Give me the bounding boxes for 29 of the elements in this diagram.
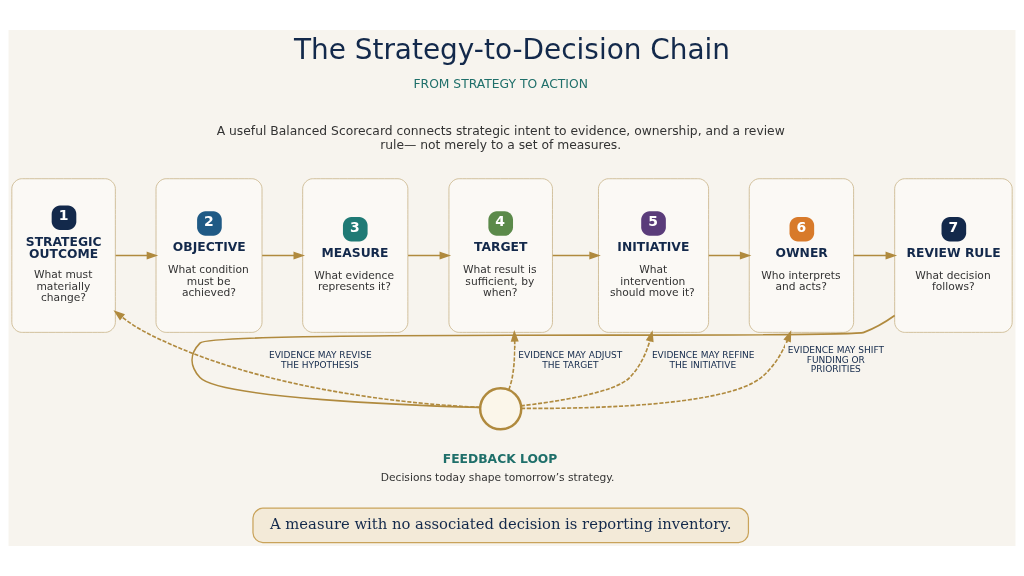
arrow [113,310,481,409]
node-box: 4 TARGET What result is sufficient, by when? [448,178,553,333]
arrow [261,251,305,260]
node-circle [478,387,523,431]
edge-label: EVIDENCE MAY REVISE THE HYPOTHESIS [269,349,372,370]
node-label: FEEDBACK LOOP [442,452,558,467]
node-box: A measure with no associated decision is reporting inventory. [252,507,750,544]
node-box: 7 REVIEW RULE What decision follows? [894,178,1013,333]
node-box: 2 OBJECTIVE What condition must be achieved? [155,178,263,333]
node-box: 3 MEASURE What evidence represents it? [302,178,409,333]
label: FROM STRATEGY TO ACTION [413,76,588,91]
edge-label: EVIDENCE MAY REFINE THE INITIATIVE [651,349,755,370]
edge-label: EVIDENCE MAY SHIFT FUNDING OR PRIORITIES [787,344,884,375]
label: A useful Balanced Scorecard connects strategic intent to evidence, ownership, and a review rule— not merely to a set of measures. [216,124,785,153]
arrow [852,251,898,260]
node-box: 1 STRATEGIC OUTCOME What must materially change? [11,178,116,333]
arrow [520,330,654,407]
arrow [114,251,159,260]
arrow [407,251,452,260]
arrow [508,330,519,391]
diagram-title: The Strategy-to-Decision Chain [293,32,731,66]
arrow [707,251,752,260]
arrow [520,330,792,410]
node-label: Decisions today shape tomorrow’s strategy. [380,470,615,484]
node-box: 5 INITIATIVE What intervention should move it? [598,178,709,333]
arrow [551,251,601,260]
connector [191,314,896,409]
edge-label: EVIDENCE MAY ADJUST THE TARGET [518,349,623,370]
node-box: 6 OWNER Who interprets and acts? [748,178,854,333]
